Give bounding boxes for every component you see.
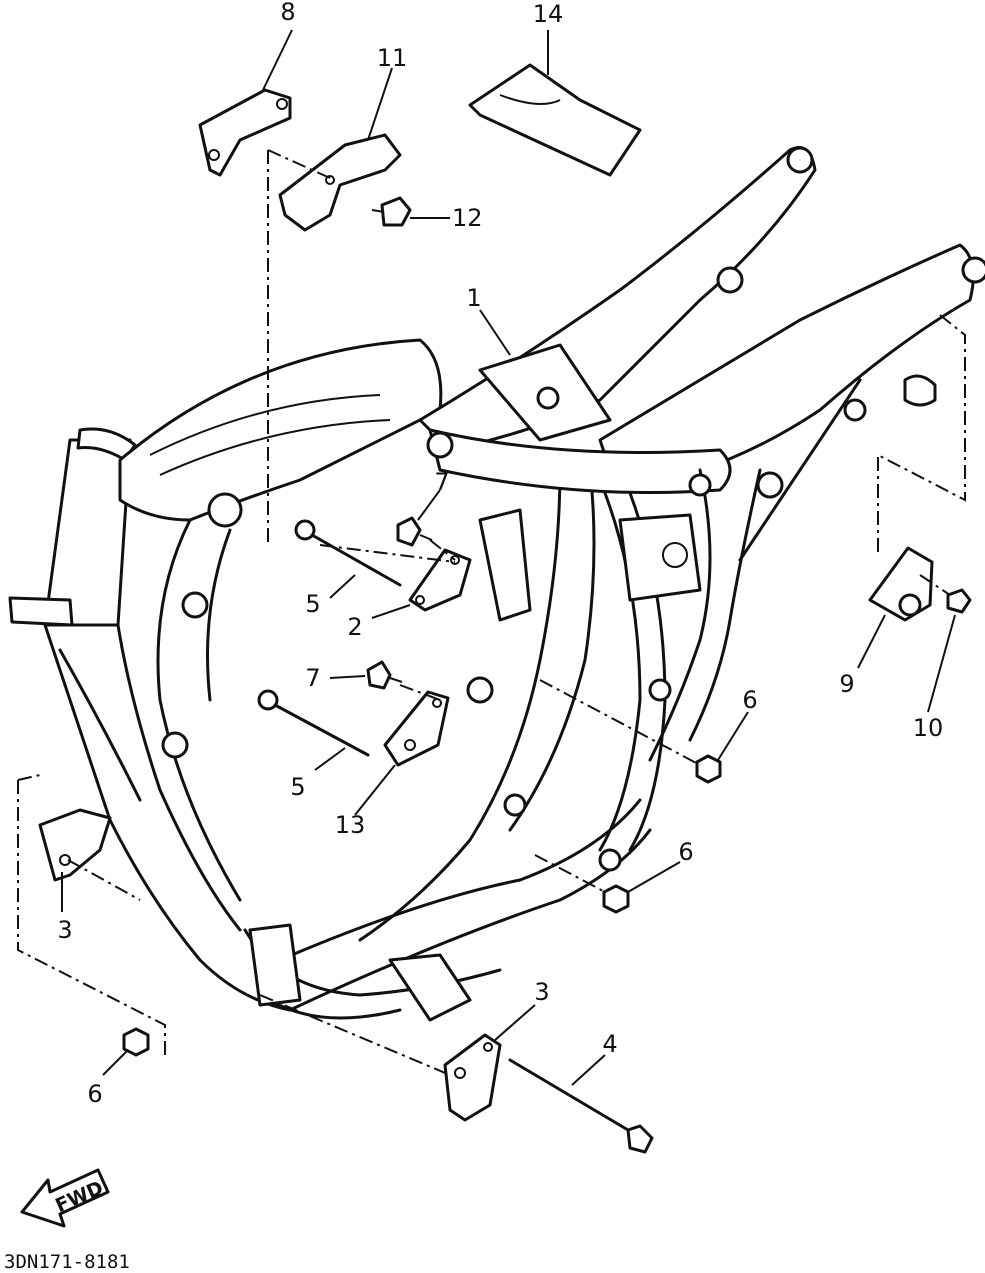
callout-6-lower-right: 6 — [678, 838, 693, 866]
callout-3-left: 3 — [57, 916, 72, 944]
callout-1: 1 — [466, 284, 481, 312]
nut-part-6-lower-right — [602, 884, 630, 914]
bracket-part-8 — [198, 88, 292, 177]
callout-4: 4 — [602, 1030, 617, 1058]
callout-13: 13 — [335, 811, 366, 839]
callout-5-lower: 5 — [290, 773, 305, 801]
callout-6-left: 6 — [87, 1080, 102, 1108]
bolt-part-5-upper — [294, 519, 402, 587]
bracket-part-3-lower — [443, 1033, 502, 1122]
assembly-lines — [17, 149, 966, 1076]
pad-part-14 — [468, 63, 642, 177]
nut-part-6-right — [695, 754, 722, 784]
bolt-part-12 — [371, 196, 412, 227]
bracket-part-9 — [868, 546, 934, 622]
bolt-part-10 — [946, 588, 972, 614]
callout-2: 2 — [347, 613, 362, 641]
callout-14: 14 — [533, 0, 564, 28]
fwd-arrow: FWD — [20, 1168, 110, 1228]
bolt-part-5-lower — [257, 689, 370, 757]
nut-part-6-left — [122, 1027, 150, 1057]
callout-6-right: 6 — [742, 686, 757, 714]
bracket-part-11 — [278, 133, 402, 232]
callout-labels: 8 11 14 12 1 7 5 2 7 5 13 6 6 9 10 3 3 4… — [57, 0, 943, 1108]
callout-3-lower: 3 — [534, 978, 549, 1006]
callout-8: 8 — [280, 0, 295, 26]
callout-11: 11 — [377, 44, 408, 72]
diagram-code: 3DN171-8181 — [4, 1251, 130, 1273]
callout-5-upper: 5 — [305, 590, 320, 618]
callout-9: 9 — [839, 670, 854, 698]
frame-part-1 — [8, 146, 985, 1022]
callout-10: 10 — [913, 714, 944, 742]
callout-7-upper: 7 — [434, 468, 449, 496]
plate-part-13 — [383, 690, 450, 767]
bolt-part-7-upper — [396, 516, 433, 547]
callout-12: 12 — [452, 204, 483, 232]
callout-leaders — [61, 29, 956, 1086]
bolt-part-4 — [508, 1058, 654, 1154]
callout-7-lower: 7 — [305, 664, 320, 692]
bolt-part-7-lower — [366, 660, 403, 690]
bracket-part-3-left — [38, 808, 112, 882]
plate-part-2 — [408, 548, 472, 612]
